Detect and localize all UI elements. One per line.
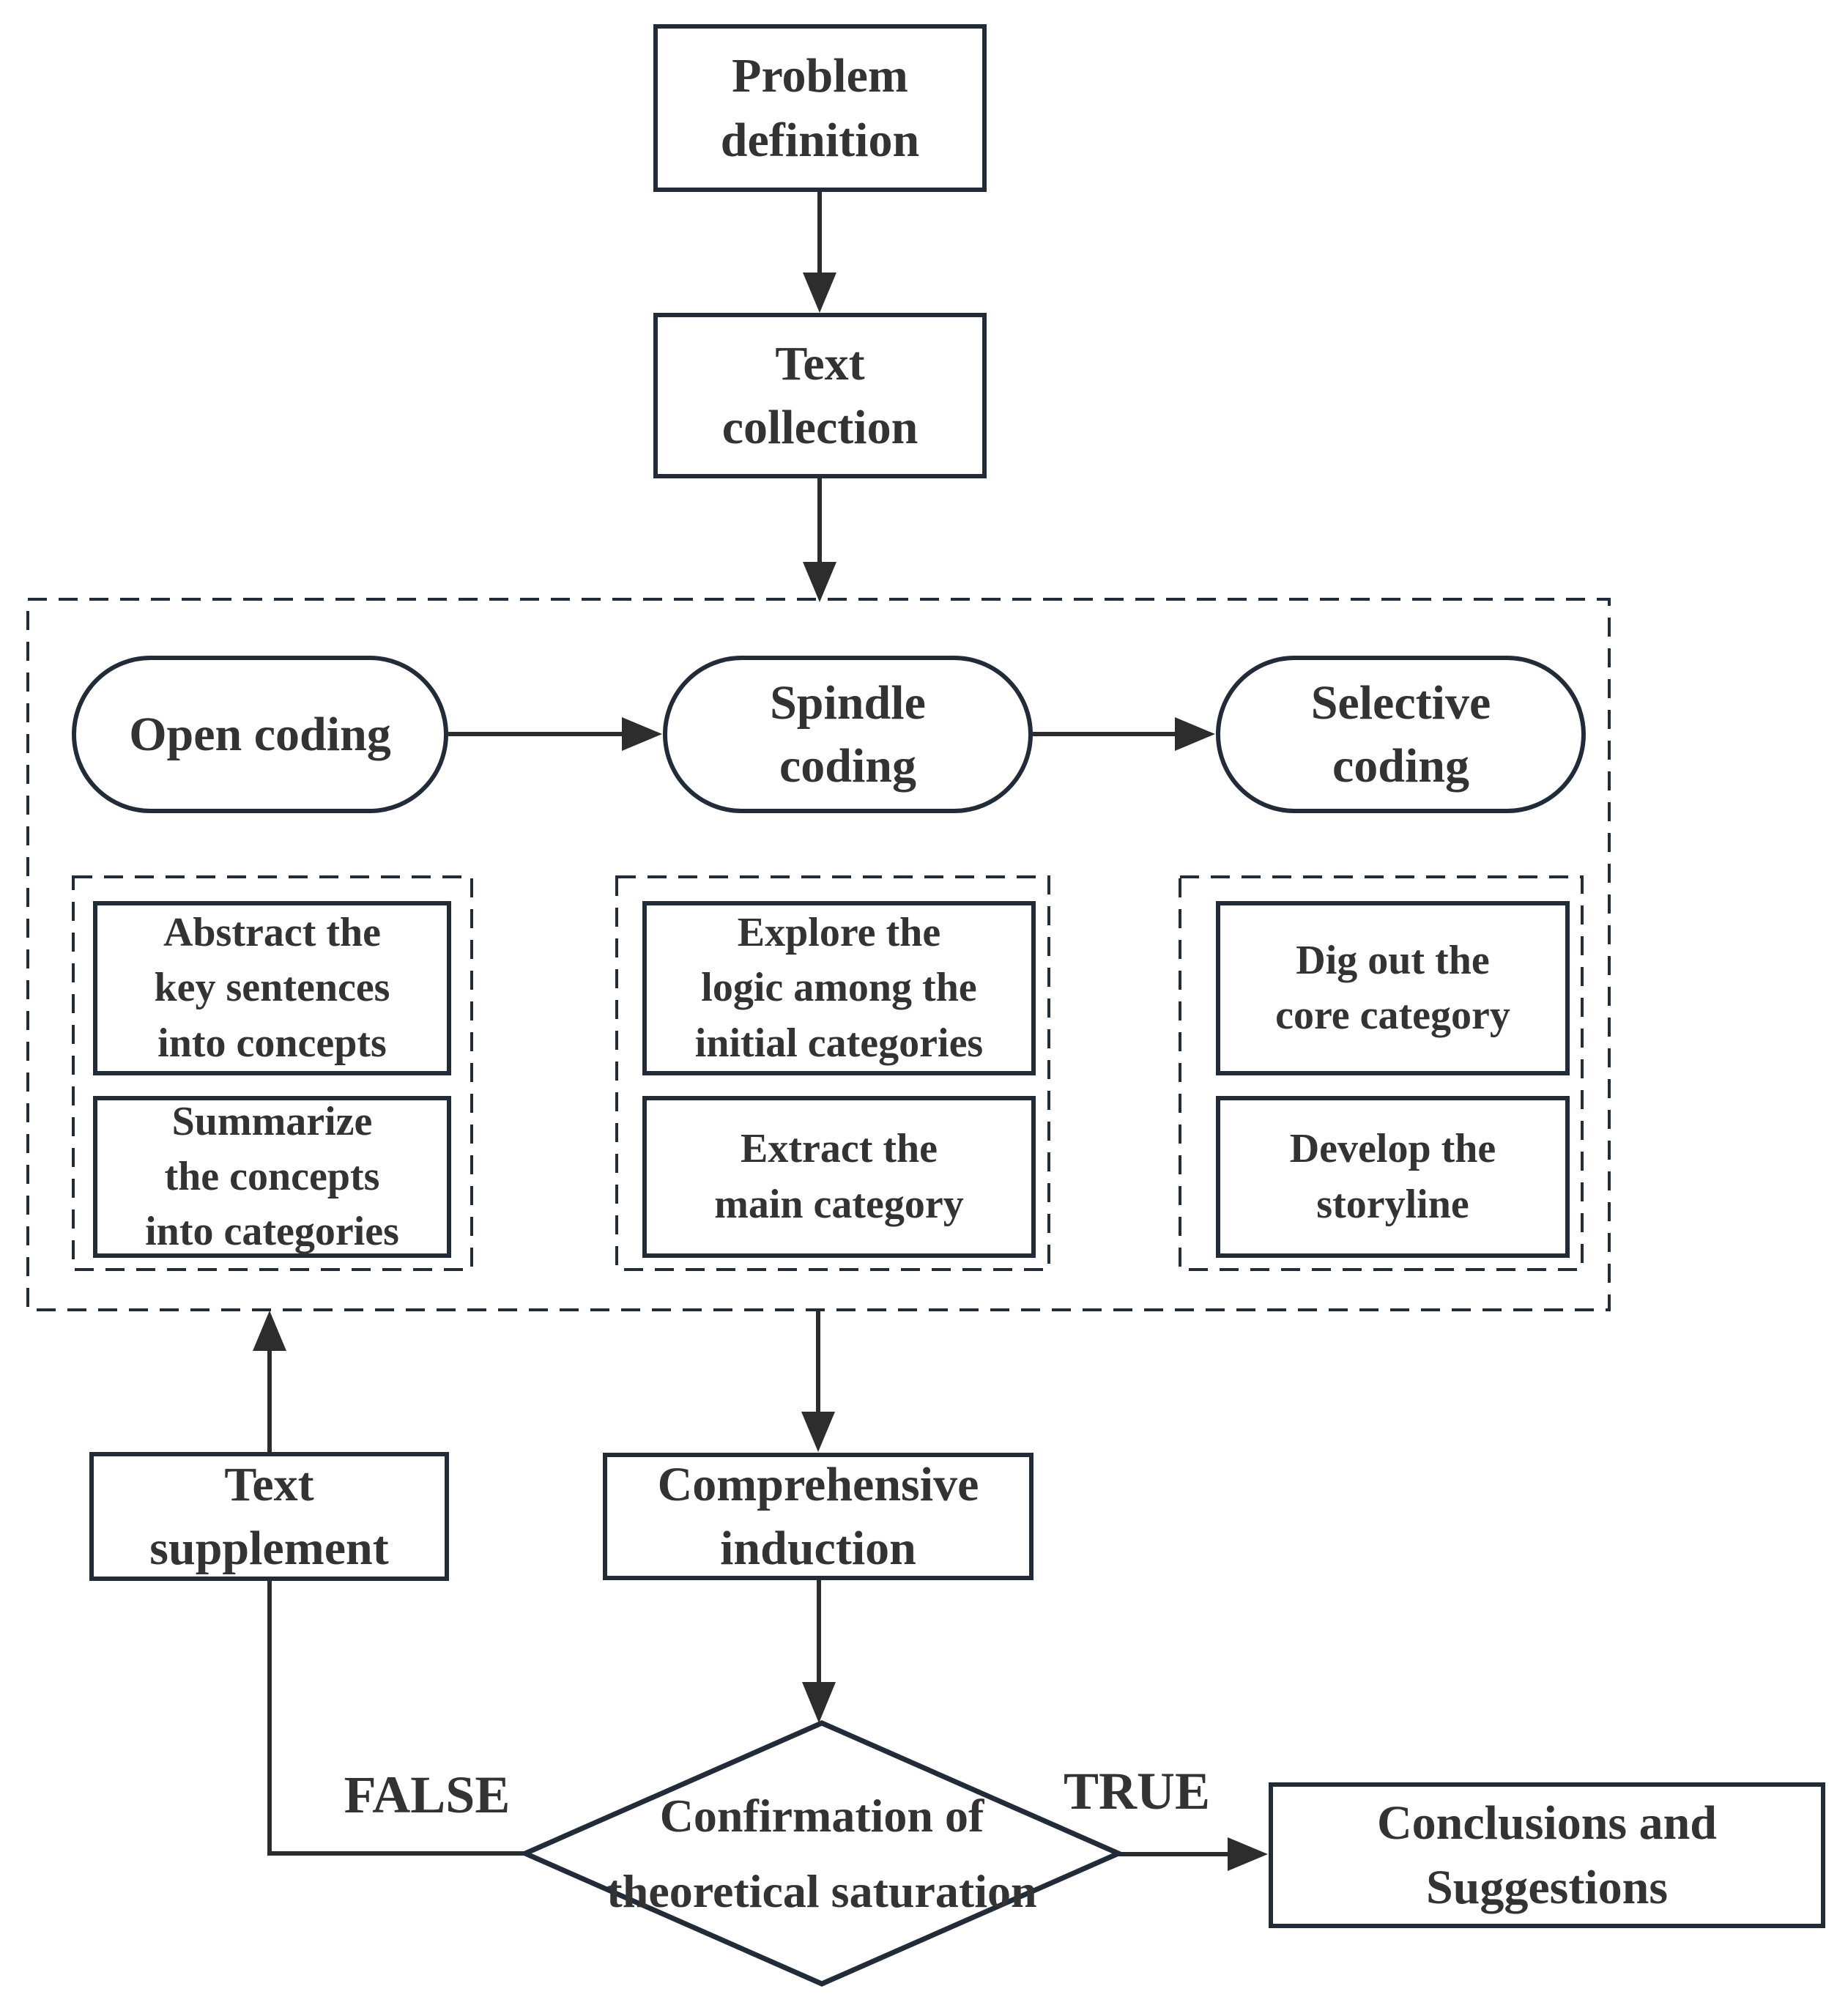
node-comprehensive-induction: Comprehensive induction (603, 1453, 1034, 1580)
false-path-line (267, 1581, 525, 1856)
arrow-open-to-spindle-head (622, 717, 662, 751)
decision-diamond-shape (519, 1720, 1125, 1987)
node-selective-coding: Selective coding (1216, 656, 1586, 813)
node-open-step-abstract: Abstract the key sentences into concepts (93, 901, 451, 1075)
node-conclusions: Conclusions and Suggestions (1269, 1782, 1825, 1928)
true-branch-label: TRUE (1063, 1762, 1211, 1820)
arrow-spindle-to-selective-head (1175, 717, 1215, 751)
open-coding-group-border (72, 875, 473, 1271)
arrow-coding-to-induction-head (801, 1412, 835, 1452)
node-open-coding: Open coding (72, 656, 448, 813)
node-decision-label: Confirmation of theoretical saturation (606, 1790, 1037, 1917)
node-spindle-step-explore: Explore the logic among the initial cate… (642, 901, 1036, 1075)
false-branch-label: FALSE (344, 1766, 511, 1824)
node-spindle-step-extract: Extract the main category (642, 1096, 1036, 1258)
node-text-supplement: Text supplement (89, 1452, 449, 1581)
arrow-induction-to-decision-head (802, 1682, 836, 1723)
arrow-supplement-to-coding-head (253, 1311, 286, 1351)
node-selective-step-develop: Develop the storyline (1216, 1096, 1570, 1258)
node-open-step-summarize: Summarize the concepts into categories (93, 1096, 451, 1258)
arrow-problem-to-collection-head (803, 273, 836, 313)
true-path-head (1228, 1837, 1268, 1871)
arrow-collection-to-coding-head (803, 562, 836, 602)
selective-coding-group-border (1179, 875, 1584, 1271)
node-problem-definition: Problem definition (653, 24, 987, 192)
node-spindle-coding: Spindle coding (663, 656, 1033, 813)
node-text-collection: Text collection (653, 313, 987, 478)
node-selective-step-dig: Dig out the core category (1216, 901, 1570, 1075)
spindle-coding-group-border (615, 875, 1050, 1271)
